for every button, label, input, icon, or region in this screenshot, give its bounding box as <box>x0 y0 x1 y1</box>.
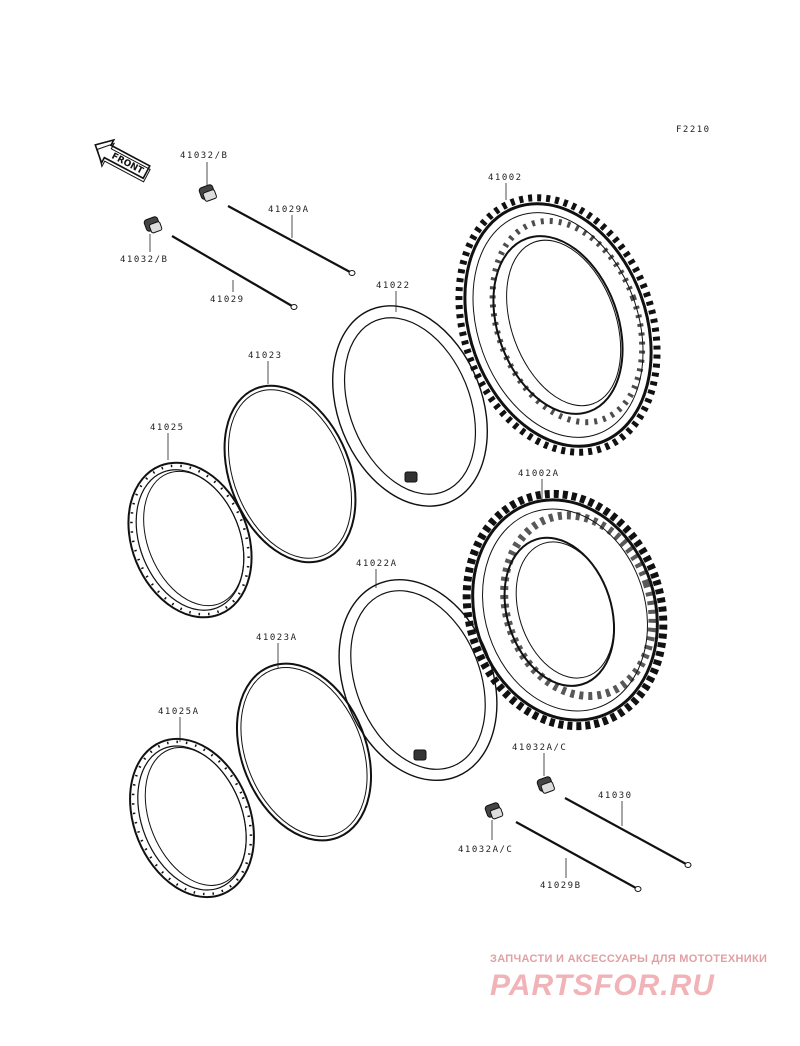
label-rimband-front: 41023 <box>248 351 283 361</box>
nipple-rear-lower <box>484 802 504 820</box>
label-nipple-front-upper: 41032/B <box>180 151 228 161</box>
tube-front <box>332 305 488 507</box>
label-spoke-front-lower: 41029 <box>210 295 245 305</box>
spoke-front-lower <box>171 235 298 310</box>
rim-rear <box>129 737 255 899</box>
tube-rear <box>338 578 498 782</box>
valve-front <box>404 471 418 483</box>
label-tire-front: 41002 <box>488 173 523 183</box>
spoke-rear-upper <box>564 797 692 868</box>
label-tube-rear: 41022A <box>356 559 398 569</box>
label-rim-front: 41025 <box>150 423 185 433</box>
front-arrow-icon: FRONT <box>94 138 151 183</box>
label-nipple-rear-upper: 41032A/C <box>512 743 567 753</box>
label-nipple-rear-lower: 41032A/C <box>458 845 513 855</box>
tire-rear <box>462 489 668 731</box>
label-rimband-rear: 41023A <box>256 633 298 643</box>
tire-front <box>455 194 661 456</box>
nipple-front-lower <box>143 216 163 234</box>
rimband-rear <box>235 662 373 842</box>
watermark-logo: PARTSFOR.RU <box>490 969 715 1002</box>
nipple-front-upper <box>198 184 217 202</box>
rim-front <box>127 461 253 619</box>
spoke-rear-lower <box>515 821 642 892</box>
nipple-rear-upper <box>536 776 555 794</box>
label-rim-rear: 41025A <box>158 707 200 717</box>
label-spoke-rear-lower: 41029B <box>540 881 582 891</box>
valve-rear <box>413 749 427 761</box>
watermark-tagline: ЗАПЧАСТИ И АКСЕССУАРЫ ДЛЯ МОТОТЕХНИКИ <box>490 953 767 965</box>
label-spoke-front-upper: 41029A <box>268 205 310 215</box>
label-nipple-front-lower: 41032/B <box>120 255 168 265</box>
label-spoke-rear-upper: 41030 <box>598 791 633 801</box>
figure-code: F2210 <box>676 125 711 135</box>
label-tire-rear: 41002A <box>518 469 560 479</box>
spoke-front-upper <box>227 205 356 276</box>
label-tube-front: 41022 <box>376 281 411 291</box>
rimband-front <box>223 384 357 564</box>
